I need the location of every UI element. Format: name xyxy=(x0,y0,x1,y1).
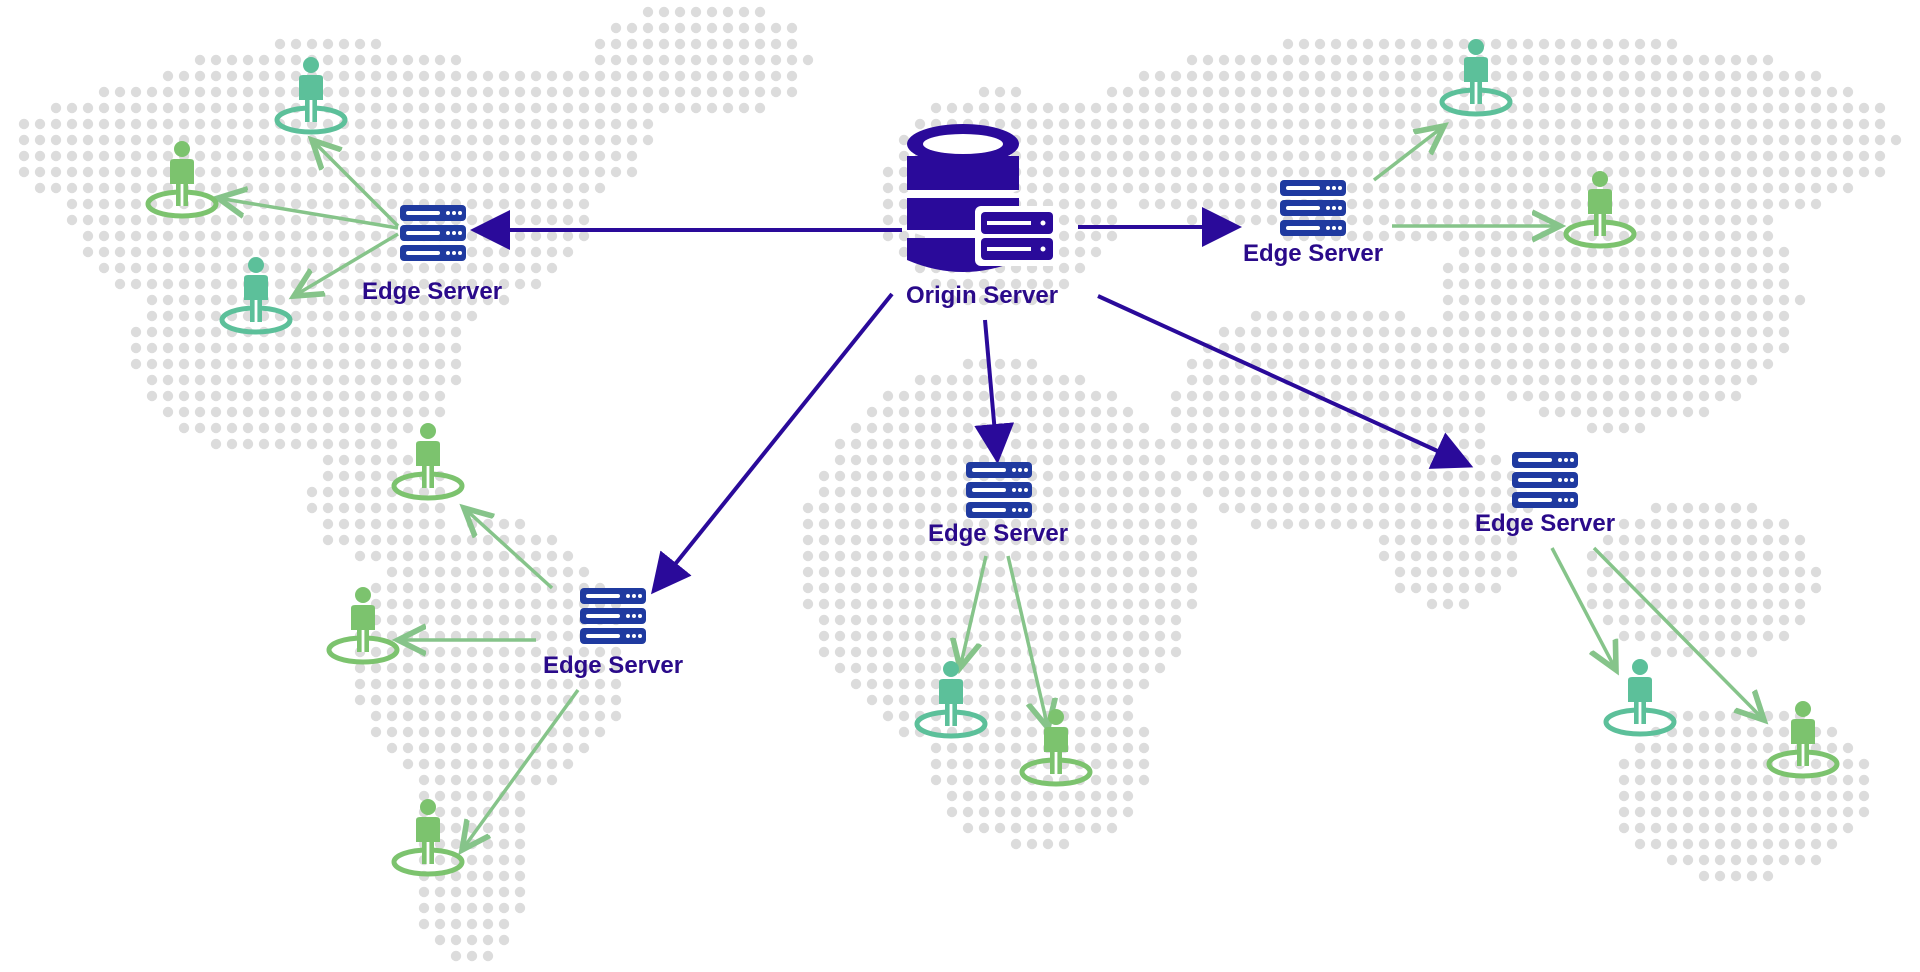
edge-server-nw-label: Edge Server xyxy=(361,278,503,305)
arrow-edge-se-to-user-1 xyxy=(1550,547,1616,670)
origin-server-icon xyxy=(905,118,1065,283)
user-icon xyxy=(1766,701,1840,779)
arrow-edge-nw-to-user-3 xyxy=(294,232,399,296)
edge-server-center-icon xyxy=(966,462,1032,523)
arrow-edge-se-to-user-2 xyxy=(1592,546,1764,720)
user-se-11 xyxy=(1602,658,1678,745)
arrow-origin-to-edge-sw xyxy=(650,292,894,595)
edge-server-nw-icon xyxy=(400,205,466,266)
user-nw-1 xyxy=(273,56,349,143)
user-icon xyxy=(145,141,219,219)
edge-server-ne-label: Edge Server xyxy=(1242,240,1384,267)
user-center-10 xyxy=(1018,708,1094,795)
user-sw-6 xyxy=(390,422,466,509)
user-icon xyxy=(219,257,293,335)
user-icon xyxy=(326,587,400,665)
user-nw-3 xyxy=(218,256,294,343)
user-icon xyxy=(1019,709,1093,787)
arrow-origin-to-edge-center xyxy=(974,319,1015,464)
user-ne-4 xyxy=(1438,38,1514,125)
edge-server-se-label: Edge Server xyxy=(1474,510,1616,537)
user-icon xyxy=(391,799,465,877)
arrow-edge-nw-to-user-1 xyxy=(312,140,400,228)
user-icon xyxy=(1439,39,1513,117)
edge-server-ne-icon xyxy=(1280,180,1346,241)
origin-server-label: Origin Server xyxy=(905,282,1059,309)
edge-server-sw-label: Edge Server xyxy=(542,652,684,679)
user-se-12 xyxy=(1765,700,1841,787)
arrow-origin-to-edge-se xyxy=(1097,294,1474,469)
user-icon xyxy=(1563,171,1637,249)
arrow-edge-sw-to-user-3 xyxy=(462,688,580,850)
user-sw-7 xyxy=(325,586,401,673)
user-icon xyxy=(391,423,465,501)
arrow-edge-center-to-user-1 xyxy=(960,555,988,668)
arrow-edge-nw-to-user-2 xyxy=(218,198,399,230)
user-nw-2 xyxy=(144,140,220,227)
arrow-edge-center-to-user-2 xyxy=(1006,555,1048,728)
arrow-edge-ne-to-user-1 xyxy=(1372,126,1444,182)
user-icon xyxy=(274,57,348,135)
user-icon xyxy=(914,661,988,739)
edge-server-se-icon xyxy=(1512,452,1578,513)
user-icon xyxy=(1603,659,1677,737)
arrow-edge-sw-to-user-1 xyxy=(464,508,554,590)
user-center-9 xyxy=(913,660,989,747)
user-ne-5 xyxy=(1562,170,1638,257)
edge-server-center-label: Edge Server xyxy=(927,520,1069,547)
user-sw-8 xyxy=(390,798,466,885)
edge-server-sw-icon xyxy=(580,588,646,649)
